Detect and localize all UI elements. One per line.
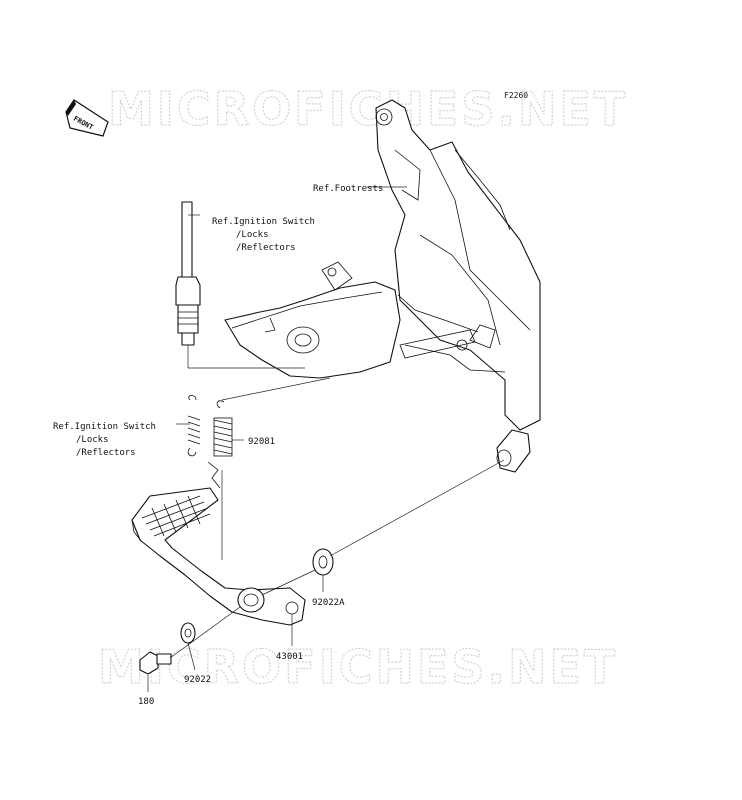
pivot-bushing [496, 429, 531, 473]
label-ignition-ref-left: Ref.Ignition Switch /Locks /Reflectors [53, 422, 156, 458]
label-pedal-43001: 43001 [276, 652, 303, 662]
footrest-frame [375, 99, 541, 431]
heel-guard-plate [224, 261, 401, 379]
front-arrow-icon: FRONT [65, 99, 109, 137]
label-ignition-ref-top: Ref.Ignition Switch /Locks /Reflectors [212, 217, 315, 253]
svg-text:Ref.Ignition Switch: Ref.Ignition Switch [53, 422, 156, 432]
label-footrests-ref: Ref.Footrests [313, 184, 383, 194]
label-spring-92081: 92081 [248, 437, 275, 447]
pedal-tread [141, 495, 211, 537]
label-bolt-180: 180 [138, 697, 154, 707]
diagram-code: F2260 [504, 91, 528, 100]
bolt-180 [139, 651, 172, 675]
spring-92081 [207, 400, 233, 489]
return-spring-small [187, 395, 201, 457]
svg-text:/Reflectors: /Reflectors [236, 243, 296, 253]
washer-92022 [180, 622, 196, 644]
leader-lines [147, 186, 505, 692]
label-washer-92022: 92022 [184, 675, 211, 685]
svg-text:/Locks: /Locks [76, 435, 109, 445]
label-washer-92022a: 92022A [312, 598, 345, 608]
brake-pedal [131, 487, 306, 626]
svg-text:/Locks: /Locks [236, 230, 269, 240]
brake-light-switch [175, 201, 201, 368]
washer-92022a [312, 548, 334, 576]
watermark-top: MICROFICHES.NET [108, 82, 628, 136]
svg-text:Ref.Ignition Switch: Ref.Ignition Switch [212, 217, 315, 227]
watermark-bottom: MICROFICHES.NET [98, 640, 618, 694]
svg-text:/Reflectors: /Reflectors [76, 448, 136, 458]
